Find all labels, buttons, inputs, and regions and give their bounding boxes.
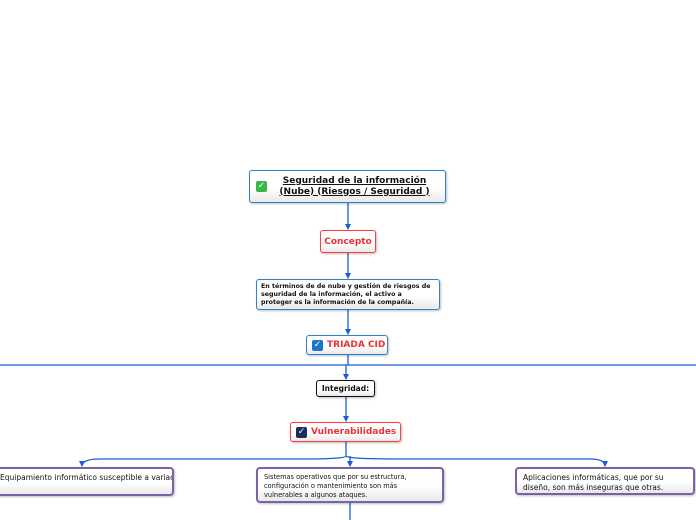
connector-vuln-right [345,455,608,467]
connector-vuln-left [79,455,347,467]
vulnerability-item-os[interactable]: Sistemas operativos que por su estructur… [256,467,444,503]
vulnerability-text: Aplicaciones informáticas, que por su di… [523,473,664,492]
vulnerabilidades-node[interactable]: ✓ Vulnerabilidades [290,422,401,442]
vulnerability-item-apps[interactable]: Aplicaciones informáticas, que por su di… [515,467,695,495]
green-check-icon: ✓ [256,181,267,192]
definition-text: En términos de de nube y gestión de ries… [261,283,431,306]
vulnerability-text: Equipamiento informático susceptible a v… [0,473,174,482]
triada-node[interactable]: ✓ TRIADA CID [306,335,388,355]
vulnerability-text: Sistemas operativos que por su estructur… [264,473,407,499]
navy-checkbox-icon: ✓ [296,426,307,438]
root-title: Seguridad de la información (Nube) (Ries… [279,175,430,197]
triada-label: TRIADA CID [327,340,386,350]
vulnerabilidades-label: Vulnerabilidades [311,427,397,437]
blue-checkbox-icon: ✓ [312,339,323,351]
root-node[interactable]: ✓ Seguridad de la información (Nube) (Ri… [249,170,446,203]
definition-node[interactable]: En términos de de nube y gestión de ries… [256,279,440,310]
integridad-label: Integridad: [321,384,370,393]
concepto-label: Concepto [324,236,372,247]
concepto-node[interactable]: Concepto [320,230,376,253]
vulnerability-item-equipment[interactable]: Equipamiento informático susceptible a v… [0,467,174,496]
integridad-node[interactable]: Integridad: [316,380,375,397]
